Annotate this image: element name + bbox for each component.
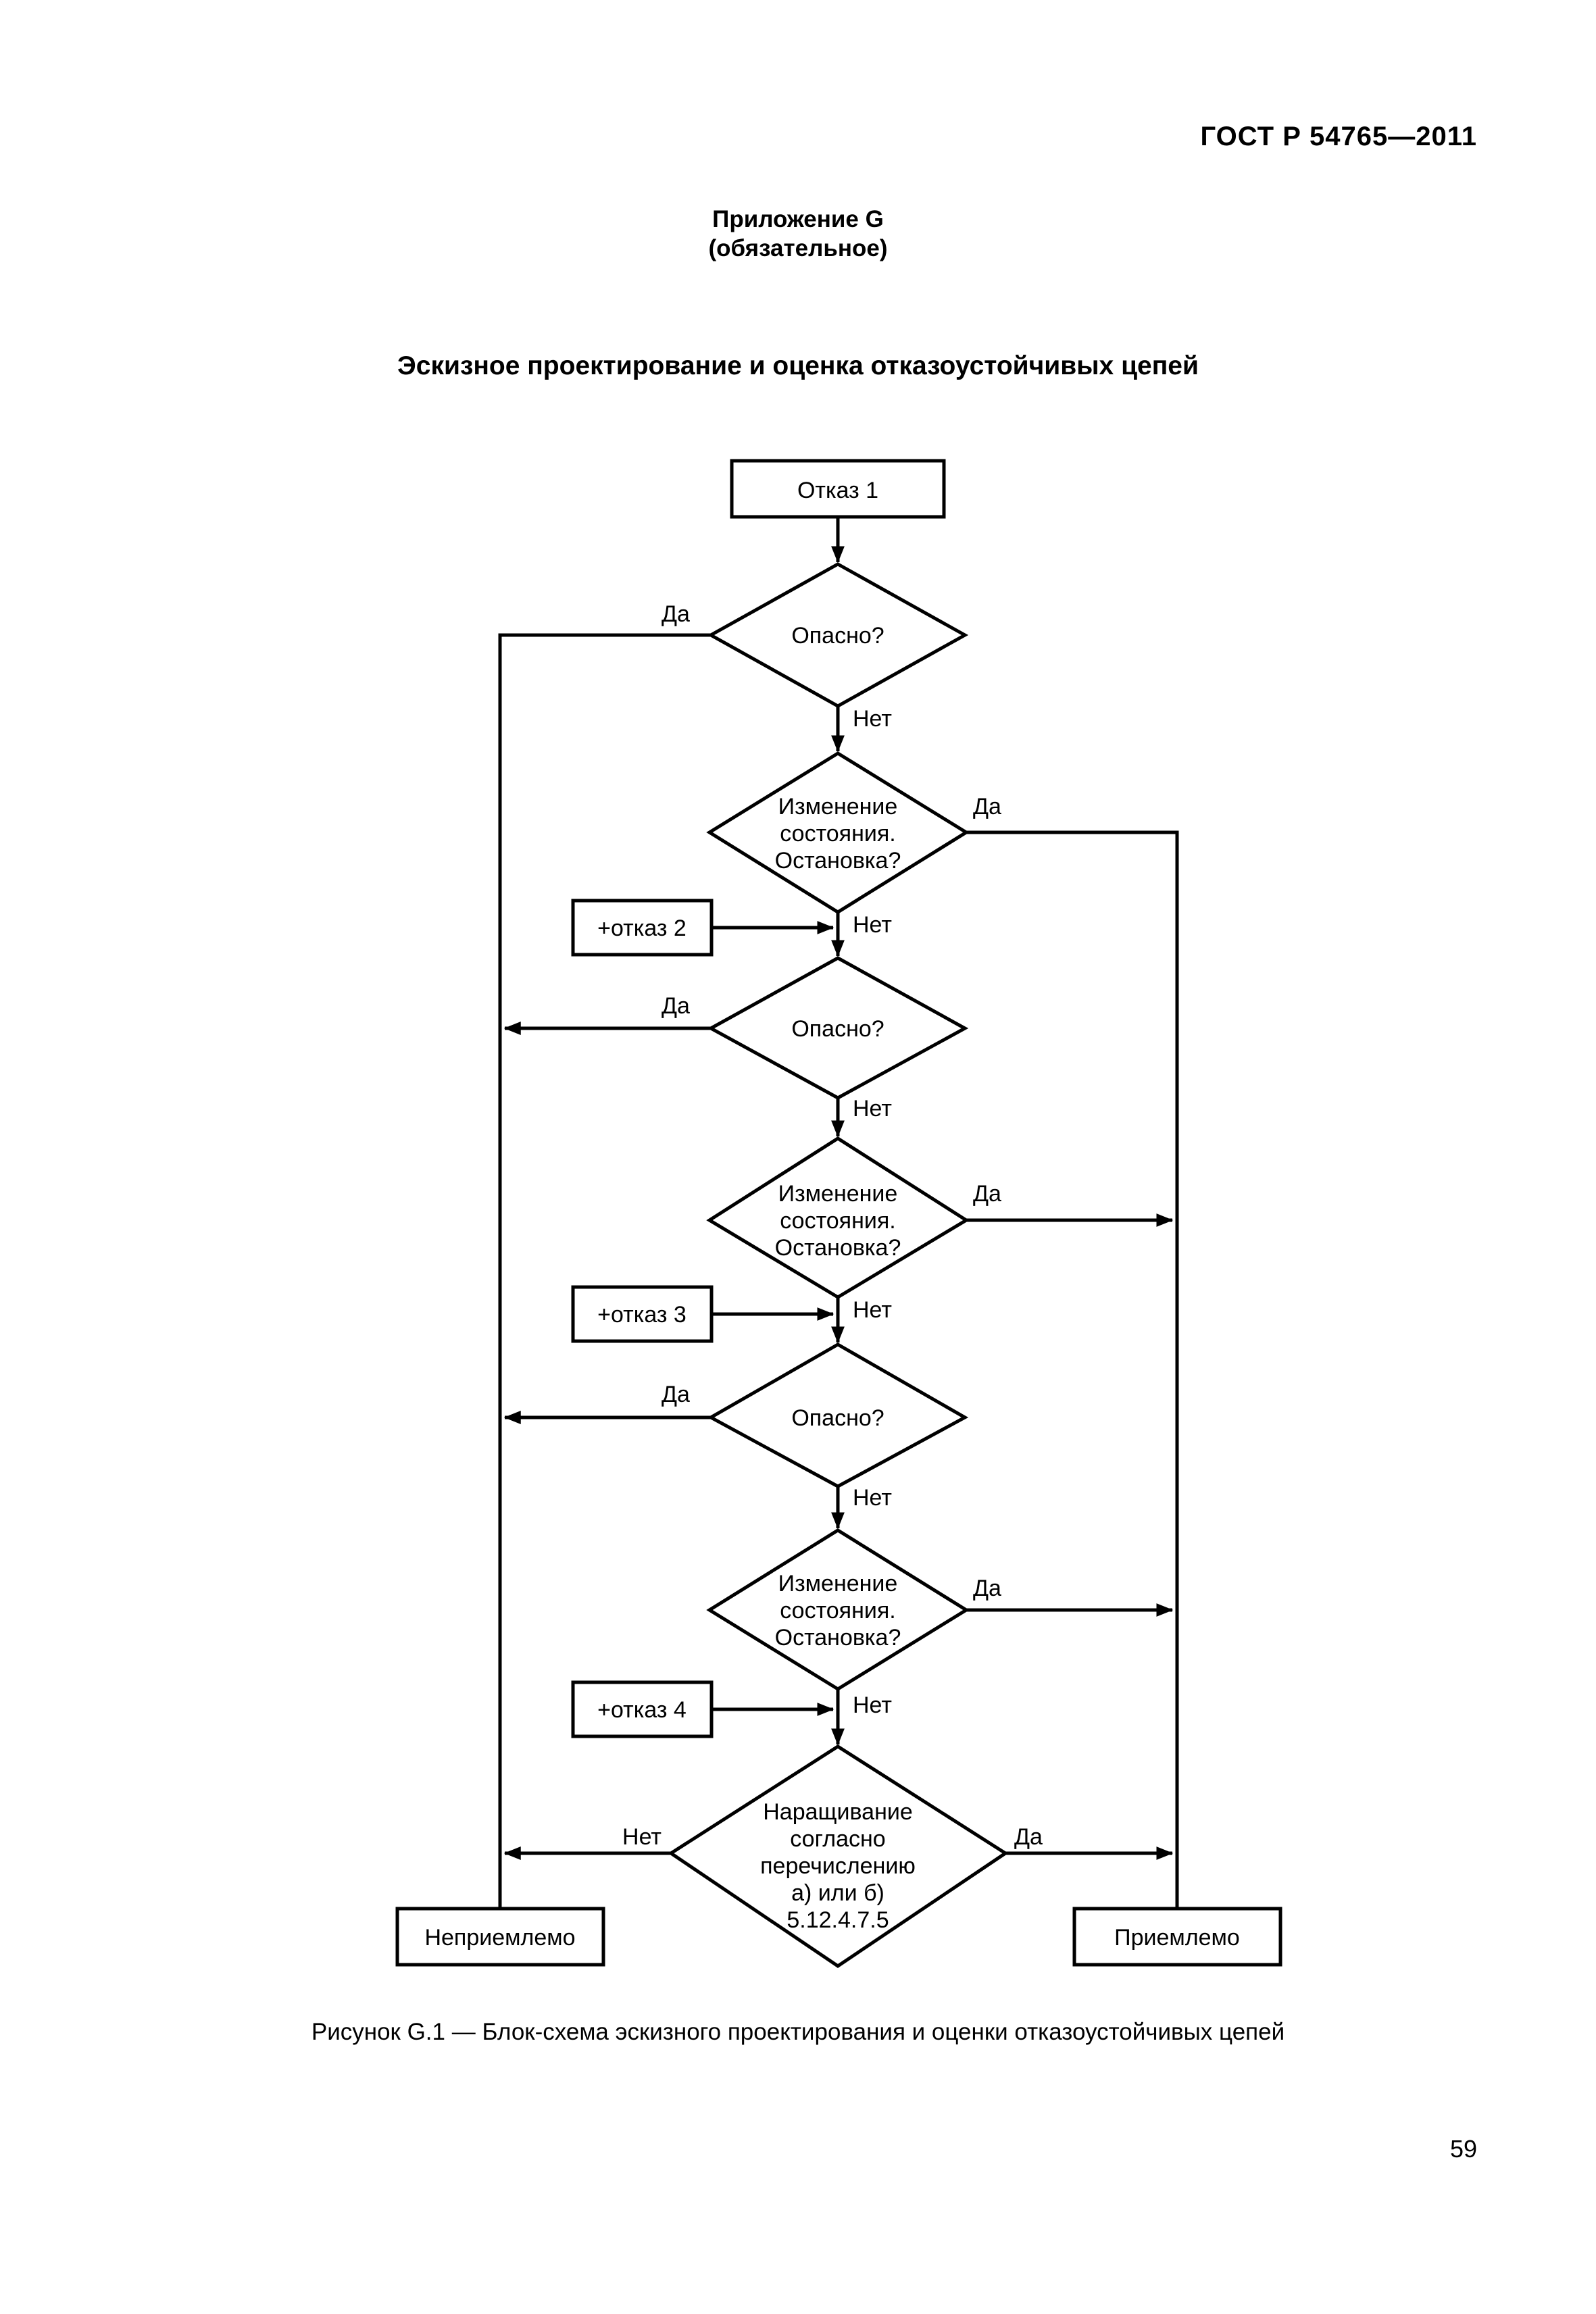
add-fault-4-box: +отказ 4: [571, 1680, 714, 1738]
build-up-line-3: перечислению: [760, 1853, 916, 1879]
state-change-3-line-1: Изменение: [778, 1571, 898, 1596]
page-number: 59: [1449, 2135, 1477, 2163]
flowchart-connectors: [498, 517, 1179, 1909]
add-fault-2-label: +отказ 2: [597, 915, 687, 941]
state-change-2-line-1: Изменение: [778, 1181, 898, 1207]
edge-label-no: Нет: [853, 1692, 892, 1718]
unacceptable-box: Неприемлемо: [395, 1907, 605, 1967]
edge-labels: Да Нет Да Нет Да Нет Да Нет Да Нет Да Не…: [622, 601, 1043, 1850]
decision-state-change-1: Изменение состояния. Остановка?: [706, 751, 970, 914]
build-up-line-4: а) или б): [791, 1880, 884, 1906]
state-change-3-line-2: состояния.: [780, 1598, 895, 1624]
build-up-line-1: Наращивание: [763, 1799, 913, 1825]
edge-label-no: Нет: [853, 1096, 892, 1122]
standard-number: ГОСТ Р 54765—2011: [1200, 122, 1477, 151]
decision-build-up: Наращивание согласно перечислению а) или…: [668, 1744, 1009, 1969]
decision-dangerous-2: Опасно?: [707, 956, 969, 1100]
acceptable-box: Приемлемо: [1072, 1907, 1282, 1967]
page-heading: Эскизное проектирование и оценка отказоу…: [397, 351, 1199, 380]
edge-label-no: Нет: [853, 1485, 892, 1511]
state-change-3-line-3: Остановка?: [775, 1625, 901, 1651]
appendix-subtitle: (обязательное): [708, 235, 888, 261]
appendix-title: Приложение G: [712, 206, 884, 232]
edge-label-yes: Да: [973, 1181, 1001, 1207]
build-up-line-5: 5.12.4.7.5: [787, 1907, 889, 1933]
state-change-line-2: состояния.: [780, 821, 895, 847]
add-fault-4-label: +отказ 4: [597, 1697, 687, 1723]
edge-label-yes: Да: [662, 601, 690, 627]
decision-dangerous-1-label: Опасно?: [791, 623, 884, 649]
edge-label-yes: Да: [973, 1576, 1001, 1601]
edge-label-yes: Да: [973, 794, 1001, 820]
start-label: Отказ 1: [797, 478, 878, 503]
decision-dangerous-2-label: Опасно?: [791, 1016, 884, 1042]
edge-label-no: Нет: [853, 706, 892, 732]
decision-dangerous-3: Опасно?: [707, 1342, 969, 1488]
add-fault-3-box: +отказ 3: [571, 1285, 714, 1343]
unacceptable-label: Неприемлемо: [424, 1925, 575, 1951]
state-change-2-line-2: состояния.: [780, 1208, 895, 1234]
edge-label-yes: Да: [662, 1382, 690, 1407]
add-fault-3-label: +отказ 3: [597, 1302, 687, 1328]
decision-state-change-2: Изменение состояния. Остановка?: [706, 1136, 970, 1299]
state-change-line-3: Остановка?: [775, 848, 901, 874]
start-box: Отказ 1: [730, 459, 946, 519]
edge-label-no: Нет: [853, 1297, 892, 1323]
add-fault-2-box: +отказ 2: [571, 899, 714, 957]
acceptable-label: Приемлемо: [1114, 1925, 1240, 1951]
decision-dangerous-3-label: Опасно?: [791, 1405, 884, 1431]
state-change-line-1: Изменение: [778, 794, 898, 820]
build-up-line-2: согласно: [790, 1826, 885, 1852]
edge-label-no: Нет: [853, 912, 892, 938]
decision-dangerous-1: Опасно?: [707, 562, 969, 708]
figure-caption: Рисунок G.1 — Блок-схема эскизного проек…: [311, 2019, 1285, 2045]
edge-label-no: Нет: [622, 1824, 662, 1850]
decision-state-change-3: Изменение состояния. Остановка?: [706, 1528, 970, 1691]
edge-label-yes: Да: [662, 993, 690, 1019]
state-change-2-line-3: Остановка?: [775, 1235, 901, 1261]
edge-label-yes: Да: [1014, 1824, 1043, 1850]
